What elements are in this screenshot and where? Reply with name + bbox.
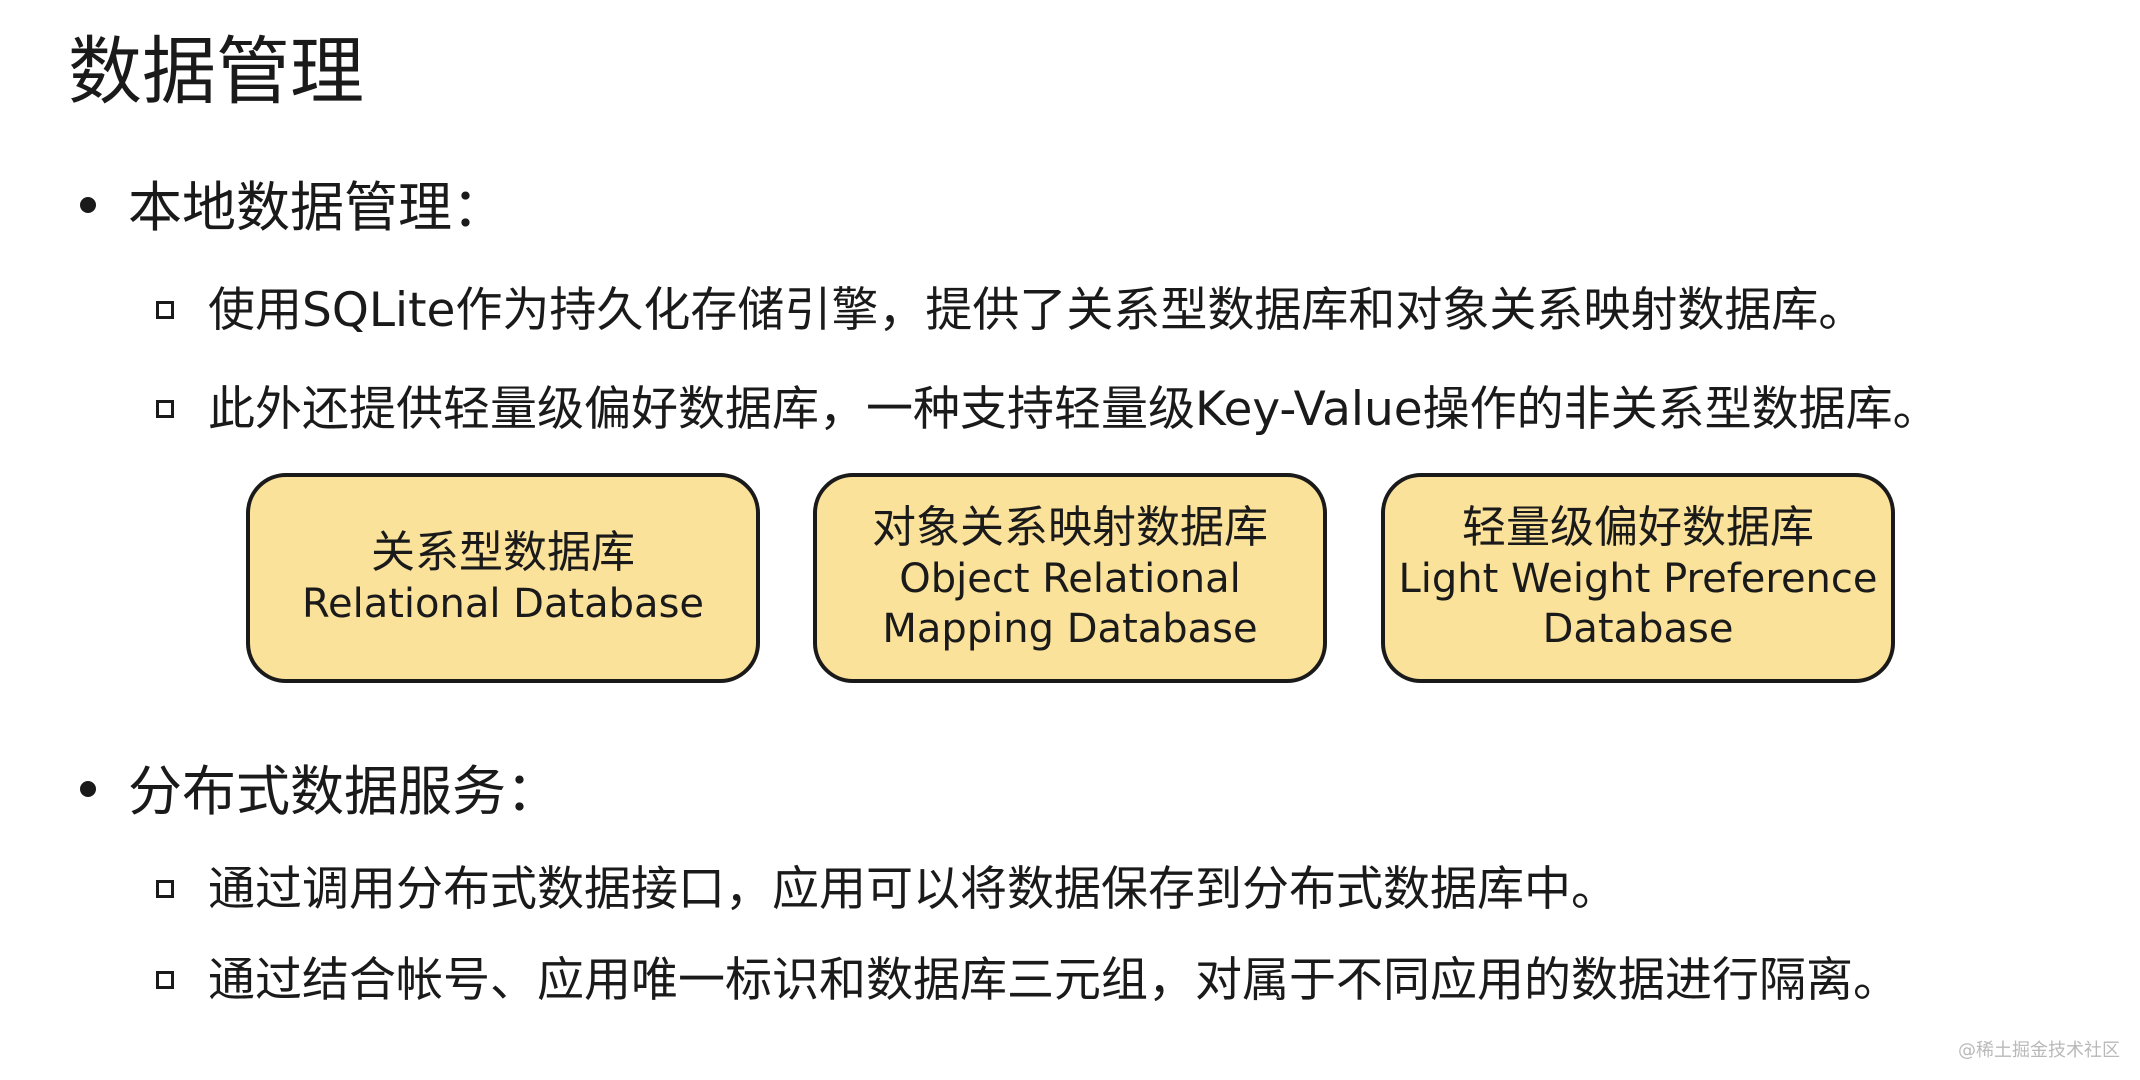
box-title-en: Object Relational bbox=[899, 556, 1241, 602]
list-item-text: 通过调用分布式数据接口，应用可以将数据保存到分布式数据库中。 bbox=[208, 862, 1618, 917]
list-item: 通过调用分布式数据接口，应用可以将数据保存到分布式数据库中。 bbox=[156, 855, 1618, 925]
list-item-text: 通过结合帐号、应用唯一标识和数据库三元组，对属于不同应用的数据进行隔离。 bbox=[208, 953, 1900, 1008]
page-title: 数据管理 bbox=[68, 29, 364, 115]
square-bullet-icon bbox=[156, 970, 174, 989]
list-item-text: 使用SQLite作为持久化存储引擎，提供了关系型数据库和对象关系映射数据库。 bbox=[208, 283, 1866, 338]
bullet-dot-icon bbox=[80, 197, 96, 214]
box-title-cn: 关系型数据库 bbox=[371, 527, 635, 578]
light-weight-preference-database-box: 轻量级偏好数据库 Light Weight Preference Databas… bbox=[1381, 473, 1895, 683]
square-bullet-icon bbox=[156, 879, 174, 898]
square-bullet-icon bbox=[156, 399, 174, 418]
object-relational-mapping-database-box: 对象关系映射数据库 Object Relational Mapping Data… bbox=[813, 473, 1327, 683]
box-title-cn: 对象关系映射数据库 bbox=[872, 502, 1268, 553]
box-title-en: Light Weight Preference bbox=[1398, 556, 1878, 602]
box-title-en: Relational Database bbox=[301, 581, 705, 627]
box-title-cn: 轻量级偏好数据库 bbox=[1462, 502, 1814, 553]
bullet-dot-icon bbox=[80, 781, 96, 798]
section-heading-label: 分布式数据服务： bbox=[128, 760, 560, 823]
list-item: 此外还提供轻量级偏好数据库，一种支持轻量级Key-Value操作的非关系型数据库… bbox=[156, 375, 1940, 445]
square-bullet-icon bbox=[156, 300, 174, 319]
list-item: 通过结合帐号、应用唯一标识和数据库三元组，对属于不同应用的数据进行隔离。 bbox=[156, 946, 1900, 1016]
box-title-en: Database bbox=[1542, 606, 1734, 652]
section-heading-local: 本地数据管理： bbox=[80, 168, 506, 248]
section-heading-label: 本地数据管理： bbox=[128, 176, 506, 239]
list-item: 使用SQLite作为持久化存储引擎，提供了关系型数据库和对象关系映射数据库。 bbox=[156, 276, 1865, 346]
box-title-en: Mapping Database bbox=[882, 606, 1258, 652]
section-heading-distributed: 分布式数据服务： bbox=[80, 752, 560, 832]
watermark: @稀土掘金技术社区 bbox=[1958, 1040, 2120, 1061]
relational-database-box: 关系型数据库 Relational Database bbox=[246, 473, 760, 683]
list-item-text: 此外还提供轻量级偏好数据库，一种支持轻量级Key-Value操作的非关系型数据库… bbox=[208, 382, 1940, 437]
